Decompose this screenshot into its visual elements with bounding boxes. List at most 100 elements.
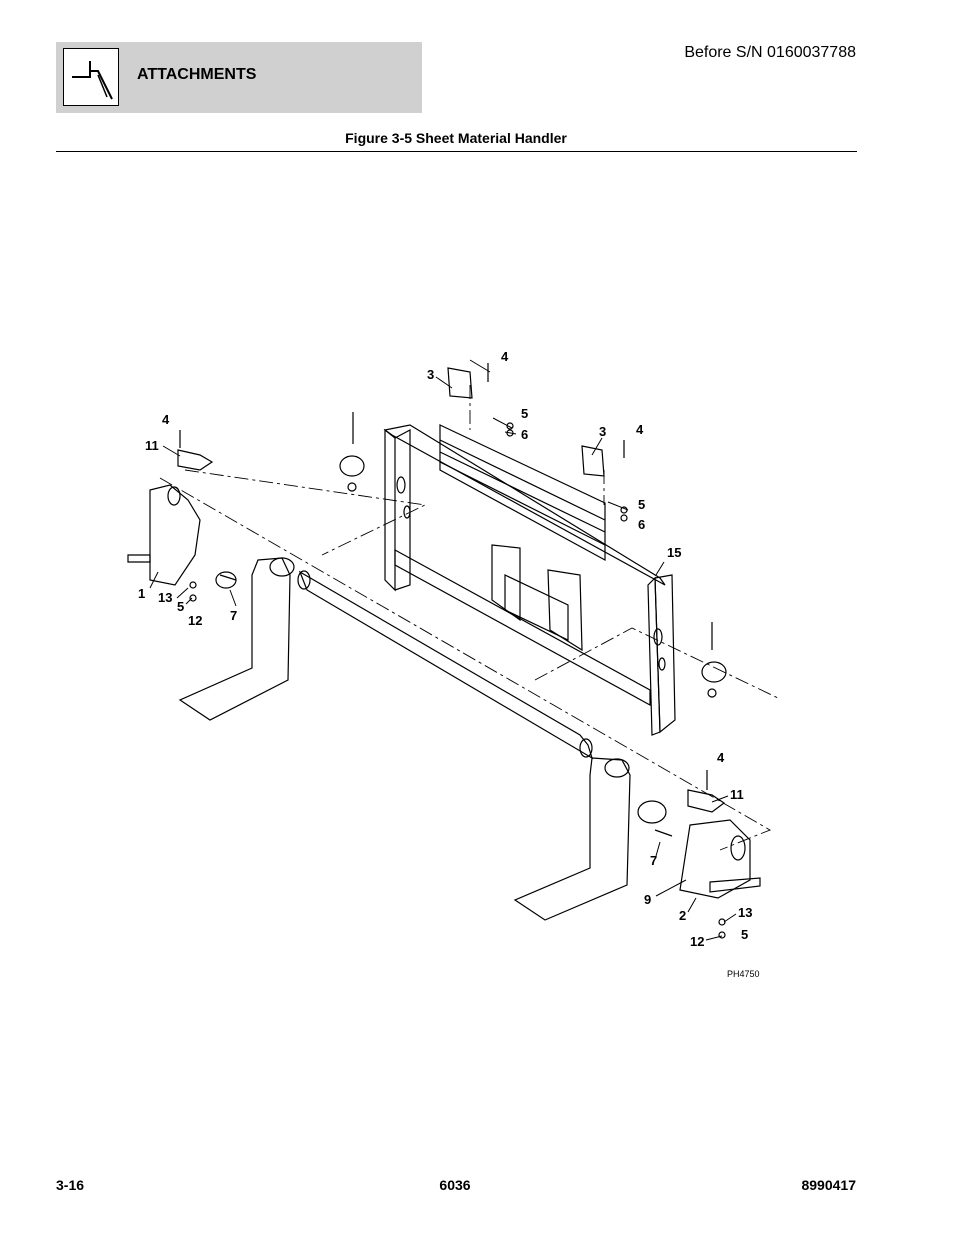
roller: [701, 661, 727, 683]
callout-13: 13: [738, 905, 752, 920]
hanger-hole: [730, 835, 746, 861]
figure-title: Figure 3-5 Sheet Material Handler: [345, 130, 567, 146]
callout-3: 3: [599, 424, 606, 439]
callout-15: 15: [667, 545, 681, 560]
attachment-fork-icon: [63, 48, 119, 106]
callout-12: 12: [188, 613, 202, 628]
left-fork-hanger: [149, 484, 201, 586]
nut: [707, 688, 717, 698]
callout-2: 2: [679, 908, 686, 923]
shaft: [298, 570, 594, 760]
callout-7: 7: [650, 853, 657, 868]
frame-slot: [403, 505, 411, 519]
leader-line: [162, 445, 181, 457]
callout-1: 1: [138, 586, 145, 601]
callout-6: 6: [521, 427, 528, 442]
header-rule: [56, 151, 857, 152]
model-number: 6036: [439, 1177, 471, 1193]
callout-5: 5: [741, 927, 748, 942]
grille-bar: [439, 439, 606, 521]
nut: [189, 594, 197, 602]
leader-line: [705, 935, 723, 941]
page-number: 3-16: [56, 1177, 85, 1193]
roller: [215, 571, 237, 589]
callout-13: 13: [158, 590, 172, 605]
callout-4: 4: [717, 750, 725, 765]
shaft-end: [297, 570, 311, 590]
grille-bar: [439, 451, 606, 533]
assembly-line: [159, 477, 772, 851]
nut: [347, 482, 357, 492]
leader-line: [504, 431, 517, 435]
washer: [506, 422, 514, 430]
leader-line: [655, 841, 661, 857]
leader-line: [607, 501, 629, 511]
section-title: ATTACHMENTS: [137, 66, 257, 83]
leader-line: [176, 587, 189, 599]
callout-5: 5: [177, 599, 184, 614]
fork-sleeve: [604, 758, 630, 778]
right-fork: [513, 757, 631, 921]
callout-11: 11: [730, 787, 744, 802]
callout-5: 5: [521, 406, 528, 421]
washer: [189, 581, 197, 589]
nut: [718, 931, 726, 939]
callout-9: 9: [644, 892, 651, 907]
pin: [654, 829, 673, 837]
leader-line: [655, 879, 687, 897]
leader-line: [492, 417, 513, 429]
mount-plate: [547, 569, 583, 652]
leader-line: [711, 795, 729, 803]
shaft-end: [579, 738, 593, 758]
assembly-line: [534, 627, 779, 699]
callout-7: 7: [230, 608, 237, 623]
frame-bottom-rail: [394, 548, 651, 707]
callout-5: 5: [638, 497, 645, 512]
stop-block: [581, 445, 605, 477]
assembly-line: [184, 469, 427, 556]
mount-plate: [504, 574, 569, 641]
nut: [620, 514, 628, 522]
roller: [339, 455, 365, 477]
leader-line: [149, 571, 159, 589]
callout-4: 4: [501, 349, 509, 364]
callout-4: 4: [162, 412, 170, 427]
leader-line: [591, 437, 603, 456]
pin: [219, 574, 237, 581]
roller: [637, 800, 667, 824]
frame-slot: [653, 628, 663, 646]
fork-sleeve: [269, 557, 295, 577]
serial-number-note: Before S/N 0160037788: [684, 44, 856, 61]
hanger-lug: [709, 877, 761, 893]
leader-line: [229, 589, 237, 607]
leader-line: [185, 597, 193, 605]
hanger-hole: [167, 486, 181, 506]
leader-line: [655, 561, 665, 576]
callout-11: 11: [145, 438, 159, 453]
hanger-lug: [127, 554, 151, 563]
left-fork: [178, 557, 291, 721]
frame-right-post-side: [647, 576, 661, 736]
right-fork-hanger: [679, 819, 751, 899]
frame-slot: [396, 476, 406, 494]
callout-4: 4: [636, 422, 644, 437]
leader-line: [687, 897, 697, 913]
leader-line: [469, 359, 491, 373]
washer: [718, 918, 726, 926]
grille-bar: [439, 461, 606, 546]
callout-3: 3: [427, 367, 434, 382]
clip: [177, 449, 214, 471]
leader-line: [435, 376, 453, 389]
frame-slot: [658, 657, 666, 671]
backrest-grille: [439, 424, 606, 562]
leader-line: [723, 913, 737, 923]
frame-left-post: [384, 428, 396, 592]
callout-12: 12: [690, 934, 704, 949]
mount-plate: [491, 544, 521, 622]
callout-6: 6: [638, 517, 645, 532]
manual-number: 8990417: [801, 1177, 856, 1193]
drawing-id: PH4750: [727, 969, 760, 979]
frame-left-post-side: [394, 429, 411, 591]
stop-block: [447, 367, 473, 399]
